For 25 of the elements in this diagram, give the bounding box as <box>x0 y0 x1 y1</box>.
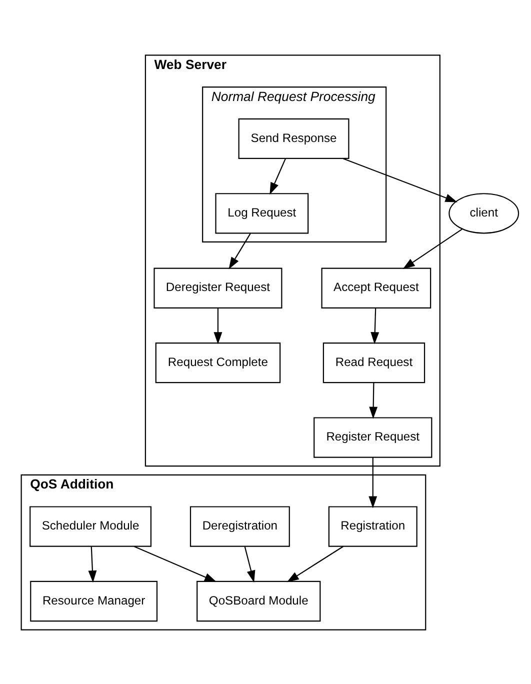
arrow <box>286 546 344 582</box>
arrow <box>343 158 458 202</box>
arrow <box>134 546 217 582</box>
arrow <box>214 308 222 344</box>
arrow <box>402 228 462 269</box>
node-box: Resource Manager <box>30 580 158 622</box>
arrow <box>369 382 378 418</box>
node-ellipse: client <box>448 192 520 234</box>
node-box: Register Request <box>314 416 432 458</box>
node-box: Send Response <box>238 118 350 159</box>
node-box: Read Request <box>322 342 426 383</box>
node-box: Registration <box>328 506 418 546</box>
arrow <box>270 158 286 194</box>
arrow <box>228 232 251 269</box>
node-box: Log Request <box>215 192 309 234</box>
node-box: QoSBoard Module <box>196 580 321 622</box>
node-box: Scheduler Module <box>30 506 152 546</box>
arrow <box>368 456 378 508</box>
arrow <box>244 546 256 582</box>
arrow <box>370 308 380 344</box>
node-box: Deregister Request <box>154 267 282 308</box>
node-box: Deregistration <box>190 506 290 546</box>
node-box: Accept Request <box>321 267 432 308</box>
arrow <box>88 546 97 582</box>
node-box: Request Complete <box>155 342 281 383</box>
